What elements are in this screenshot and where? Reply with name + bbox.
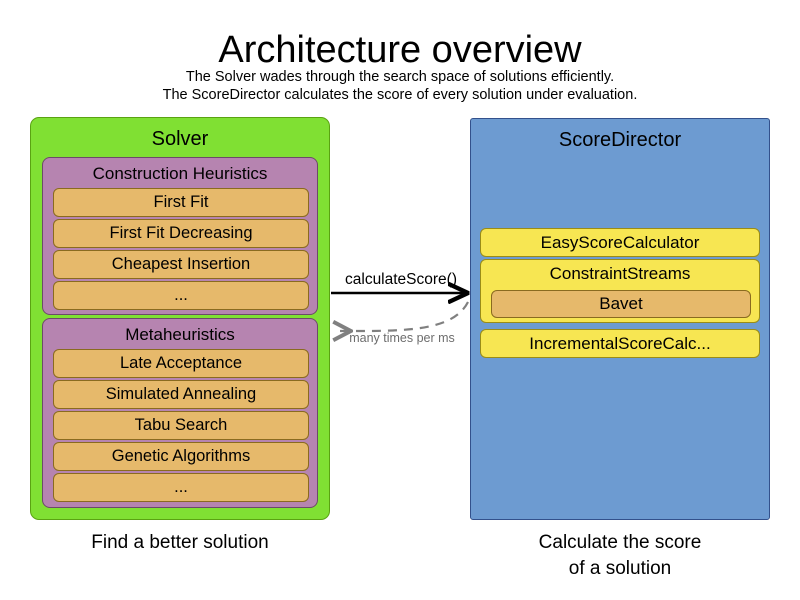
caption-score-director-line-2: of a solution	[568, 558, 672, 579]
score-director-panel-title: ScoreDirector	[558, 129, 682, 151]
item-incremental-score-calculator: IncrementalScoreCalc...	[480, 329, 760, 358]
page-title: Architecture overview	[218, 29, 582, 71]
item-construction-more: ...	[53, 281, 309, 310]
arrow-many-times-per-ms	[335, 301, 469, 331]
item-first-fit-decreasing: First Fit Decreasing	[53, 219, 309, 248]
item-metaheuristics-more: ...	[53, 473, 309, 502]
subtitle-line-1: The Solver wades through the search spac…	[185, 69, 615, 85]
group-title-construction-heuristics: Construction Heuristics	[92, 164, 268, 183]
arrow-label-calculate-score: calculateScore()	[345, 271, 457, 288]
group-construction-heuristics: Construction Heuristics First Fit First …	[42, 157, 318, 315]
caption-solver: Find a better solution	[91, 532, 269, 553]
caption-score-director: Calculate the score of a solution	[470, 530, 770, 582]
item-easy-score-calculator-label: EasyScoreCalculator	[540, 233, 700, 252]
item-easy-score-calculator: EasyScoreCalculator	[480, 228, 760, 257]
group-title-metaheuristics: Metaheuristics	[125, 325, 235, 344]
subtitle-line-2: The ScoreDirector calculates the score o…	[162, 87, 638, 103]
item-late-acceptance: Late Acceptance	[53, 349, 309, 378]
item-genetic-algorithms: Genetic Algorithms	[53, 442, 309, 471]
item-cheapest-insertion: Cheapest Insertion	[53, 250, 309, 279]
group-metaheuristics: Metaheuristics Late Acceptance Simulated…	[42, 318, 318, 508]
item-tabu-search: Tabu Search	[53, 411, 309, 440]
item-simulated-annealing: Simulated Annealing	[53, 380, 309, 409]
solver-panel-title: Solver	[151, 128, 209, 150]
arrow-label-many-times-per-ms: many times per ms	[349, 331, 455, 345]
item-constraint-streams: ConstraintStreams Bavet	[480, 259, 760, 323]
item-first-fit: First Fit	[53, 188, 309, 217]
item-constraint-streams-label: ConstraintStreams	[549, 264, 691, 283]
caption-score-director-line-1: Calculate the score	[538, 532, 702, 553]
item-bavet: Bavet	[491, 290, 751, 318]
item-incremental-score-calculator-label: IncrementalScoreCalc...	[529, 334, 711, 353]
